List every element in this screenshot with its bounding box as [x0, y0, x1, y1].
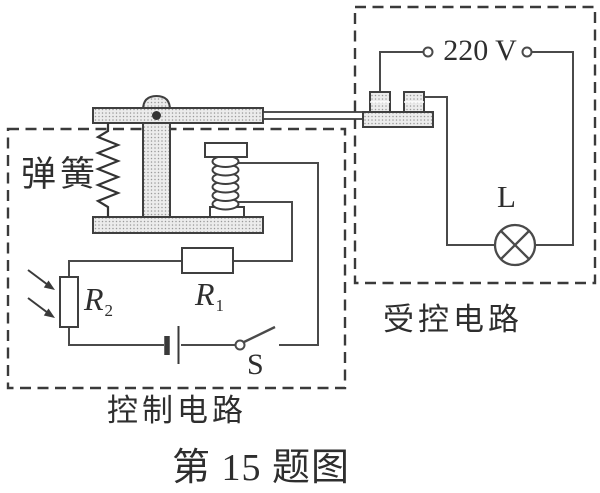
relay-armature-lever	[92, 107, 264, 124]
lamp-icon	[493, 223, 537, 267]
spring-label: 弹簧	[21, 155, 100, 194]
r1-label: R1	[195, 276, 225, 315]
lamp-label: L	[497, 179, 516, 214]
r2-label: R2	[84, 281, 114, 320]
light-arrows-icon	[27, 269, 55, 318]
control-circuit-label: 控制电路	[107, 393, 247, 428]
wire-r1-to-r2	[68, 260, 182, 277]
controlled-circuit-dashed-box	[353, 5, 597, 285]
control-circuit-dashed-box	[6, 127, 347, 390]
terminal-right-icon	[521, 46, 533, 58]
contact-pair-left	[369, 91, 391, 113]
wire-r2-to-battery	[68, 327, 164, 346]
switch-label: S	[247, 348, 264, 381]
armature-rod	[262, 111, 364, 120]
wire-coil-to-switch	[238, 162, 319, 346]
wire-right-terminal-to-lamp	[532, 51, 574, 246]
wire-contact-to-lamp	[424, 96, 494, 246]
contact-pair-right	[403, 91, 425, 113]
switch-icon	[234, 325, 276, 351]
photoresistor-r2	[59, 276, 79, 328]
voltage-label: 220 V	[443, 34, 517, 67]
wire-coil-to-r1	[233, 201, 293, 262]
spring-icon	[95, 123, 121, 217]
relay-base-plate	[92, 216, 264, 234]
electromagnet-coil-icon	[204, 142, 248, 220]
figure-caption: 第 15 题图	[172, 447, 351, 489]
battery-icon	[164, 326, 180, 364]
controlled-circuit-label: 受控电路	[383, 302, 523, 337]
terminal-left-icon	[422, 46, 434, 58]
wire-contact-to-left-terminal	[379, 51, 424, 92]
pivot-dot	[152, 111, 161, 120]
contact-bar	[362, 111, 434, 128]
resistor-r1	[181, 247, 234, 274]
